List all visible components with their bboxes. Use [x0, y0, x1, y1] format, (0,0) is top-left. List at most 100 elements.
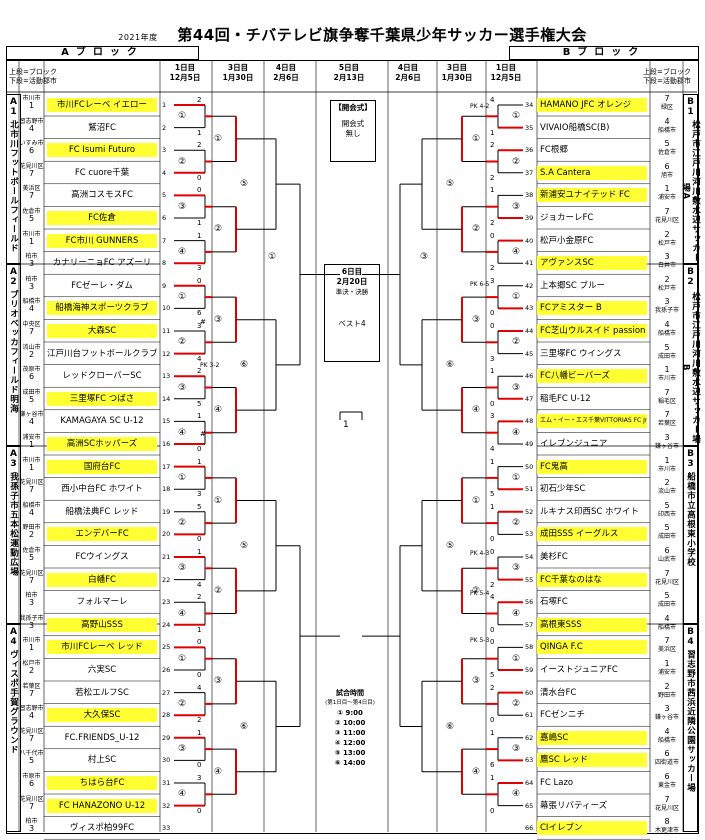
team-number: 13: [162, 372, 171, 381]
team-number: 49: [525, 440, 534, 448]
team-number: 39: [525, 214, 534, 222]
team-city: 柏市: [25, 275, 38, 283]
team-number: 63: [525, 756, 534, 765]
team-city: 成田市: [22, 388, 41, 396]
team-block-no: 4: [28, 304, 35, 314]
team-block-no: 3: [664, 704, 670, 714]
score: 3: [490, 276, 495, 285]
score: 4: [197, 580, 202, 589]
team-number: 54: [525, 553, 534, 561]
team-number: 29: [162, 733, 171, 742]
match-number: ②: [214, 585, 223, 596]
team-city: 成田市: [657, 601, 676, 609]
team-number: 62: [525, 733, 534, 742]
team-name: 嘉嶋SC: [537, 730, 647, 745]
team-city: 佐倉市: [22, 208, 41, 215]
team-city: 印西市: [657, 510, 676, 518]
team-block-no: 7: [28, 191, 35, 201]
team-name: 鷲沼FC: [88, 122, 116, 133]
team-name: FC HANAZONO U-12: [47, 798, 157, 813]
team-number: 37: [525, 168, 534, 177]
block-b-header: Bブロック: [509, 46, 699, 60]
team-city: 中央区: [22, 321, 41, 328]
match-number: ③: [214, 676, 223, 687]
score: 1: [197, 457, 202, 466]
team-block-no: 6: [664, 749, 670, 759]
team-number: 20: [162, 530, 171, 539]
team-block-no: 3: [28, 259, 35, 269]
pk-label: PK 4-3: [470, 550, 490, 557]
team-block-no: 1: [664, 184, 670, 194]
match-number: ④: [512, 608, 521, 619]
team-name: 高野山SSS: [47, 617, 157, 632]
team-block-no: 7: [664, 636, 670, 646]
team-number: 24: [162, 620, 171, 629]
team-block-no: 2: [664, 478, 670, 488]
match-number: ⑤: [240, 540, 249, 551]
team-name: FC佐倉: [47, 211, 157, 225]
team-city: 旭市: [660, 171, 673, 179]
team-number: 57: [525, 620, 534, 629]
team-city: 市原市: [22, 773, 41, 780]
score: 0: [490, 231, 495, 240]
team-number: 19: [162, 507, 171, 516]
team-name: FC根郷: [540, 145, 568, 156]
score: 2: [197, 367, 202, 376]
team-city: 鎌ヶ谷市: [654, 714, 679, 722]
score: 0: [490, 399, 495, 408]
match-number: ⑤: [446, 179, 455, 190]
team-name: 西小中台FC ホワイト: [61, 484, 143, 495]
team-number: 11: [162, 327, 171, 335]
score: 0: [490, 638, 495, 647]
match-number: ②: [214, 224, 223, 235]
team-block-no: 3: [28, 824, 35, 834]
pk-label: PK 3-2: [200, 362, 220, 369]
year-label: 2021年度: [118, 33, 158, 42]
match-number: ③: [512, 201, 521, 212]
team-name: FC芝山ウルスイド passion: [537, 324, 647, 338]
team-number: 35: [525, 123, 534, 132]
team-name: VIVAIO船橋SC(B): [540, 122, 610, 133]
score: 1: [197, 412, 202, 421]
match-number: ⑥: [446, 359, 455, 370]
match-number: ④: [512, 246, 521, 257]
team-block-no: 4: [664, 726, 670, 736]
team-number: 3: [162, 146, 167, 155]
team-city: 野田市: [22, 524, 41, 532]
block-a-header: Aブロック: [6, 46, 199, 60]
score: 2: [490, 219, 495, 227]
team-number: 1: [162, 101, 167, 109]
team-name: レッドクローバーSC: [62, 371, 142, 382]
team-name: 鷹SC レッド: [537, 753, 647, 768]
team-city: 花見川区: [19, 795, 44, 803]
match-number: ⑥: [446, 721, 455, 732]
team-block-no: 5: [28, 214, 35, 223]
team-city: 柏市: [25, 253, 38, 261]
match-number: ③: [178, 744, 187, 755]
team-block-no: 2: [664, 274, 670, 284]
team-city: 野田市: [657, 691, 676, 699]
team-name: ちはら台FC: [47, 776, 157, 790]
team-city: 松戸市: [657, 284, 676, 292]
team-city: 稲毛区: [657, 397, 676, 405]
score: 4: [490, 593, 495, 602]
team-city: 鎌ヶ谷市: [19, 411, 44, 419]
team-name: S.A Cantera: [537, 165, 647, 180]
team-number: 38: [525, 191, 534, 200]
match-number: ③: [178, 563, 187, 574]
team-name: FCアミスター B: [537, 301, 647, 316]
team-city: 船橋市: [657, 126, 676, 134]
legend-left: 上段=ブロック下段=活動郡市: [9, 68, 57, 85]
team-number: 2: [162, 123, 167, 132]
team-city: 美浜区: [22, 185, 41, 193]
match-number: ⑥: [240, 721, 249, 732]
pk-label: PK 4-2: [470, 103, 490, 110]
team-name: イーストジュニアFC: [540, 665, 618, 675]
match-number: ③: [512, 382, 521, 393]
team-block-no: 4: [28, 123, 35, 133]
